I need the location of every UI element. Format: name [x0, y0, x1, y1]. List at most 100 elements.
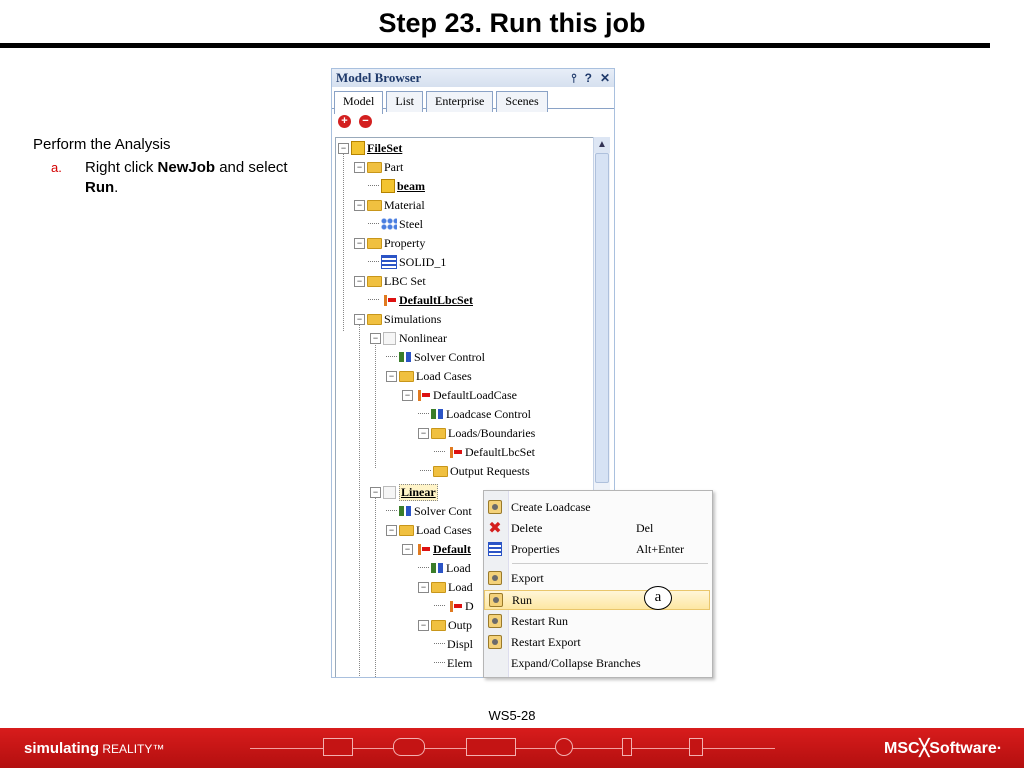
model-browser-title: Model Browser	[336, 70, 422, 85]
folder-icon	[367, 161, 382, 173]
tab-scenes[interactable]: Scenes	[496, 91, 548, 112]
pin-icon[interactable]: ⫯	[571, 70, 577, 85]
tree-node-loads-2[interactable]: −Load	[418, 578, 473, 596]
tree-node-default-2[interactable]: −Default	[402, 540, 471, 558]
tree-node-loads-boundaries[interactable]: −Loads/Boundaries	[418, 424, 535, 442]
collapse-icon[interactable]: −	[370, 486, 381, 498]
tree-node-displ[interactable]: Displ	[434, 635, 473, 653]
properties-icon	[488, 542, 502, 556]
tree-node-loadcase-control-2[interactable]: Load	[418, 559, 471, 577]
tree-node-steel[interactable]: Steel	[368, 215, 423, 233]
train-icon	[466, 738, 516, 756]
menu-label: Delete	[511, 520, 543, 535]
tree-node-linear[interactable]: −Linear	[370, 483, 438, 501]
instructions-heading: Perform the Analysis	[33, 136, 171, 153]
collapse-icon[interactable]: −	[386, 370, 397, 382]
folder-icon	[431, 427, 446, 439]
menu-item-restart-export[interactable]: Restart Export	[484, 632, 710, 652]
collapse-icon[interactable]: −	[418, 427, 429, 439]
tree-label: Load Cases	[416, 368, 472, 383]
menu-item-expand-collapse[interactable]: Expand/Collapse Branches	[484, 653, 710, 673]
menu-label: Run	[512, 592, 533, 607]
tree-node-nonlinear[interactable]: − Nonlinear	[370, 329, 447, 347]
tree-node-load-cases[interactable]: − Load Cases	[386, 367, 472, 385]
scroll-thumb[interactable]	[595, 153, 609, 483]
simulation-icon	[383, 331, 396, 345]
tree-label: Part	[384, 159, 404, 174]
tree-node-solver-control-2[interactable]: Solver Cont	[386, 502, 472, 520]
tree-label: Output Requests	[450, 463, 530, 478]
tab-model[interactable]: Model	[334, 91, 384, 114]
menu-item-run[interactable]: Run	[484, 590, 710, 610]
control-icon	[431, 409, 443, 419]
tree-node-simulations[interactable]: −Simulations	[354, 310, 441, 328]
tree-node-elem[interactable]: Elem	[434, 654, 472, 672]
slide-title: Step 23. Run this job	[378, 8, 646, 38]
footer-tagline: simulating REALITY™	[24, 740, 164, 757]
instructions-panel: Perform the Analysis a. Right click NewJ…	[33, 136, 293, 198]
tab-list[interactable]: List	[386, 91, 424, 112]
tree-label: Nonlinear	[399, 330, 447, 345]
control-icon	[399, 352, 411, 362]
folder-icon	[431, 619, 446, 631]
collapse-icon[interactable]: −	[418, 619, 429, 631]
add-icon[interactable]: +	[338, 115, 351, 128]
tree-node-property[interactable]: −Property	[354, 234, 425, 252]
menu-label: Restart Export	[511, 634, 581, 649]
menu-label: Restart Run	[511, 613, 568, 628]
folder-icon	[367, 199, 382, 211]
tree-label: Material	[384, 197, 425, 212]
car-icon	[393, 738, 425, 756]
collapse-icon[interactable]: −	[338, 142, 349, 154]
tree-node-loadcase-control[interactable]: Loadcase Control	[418, 405, 531, 423]
menu-shortcut: Alt+Enter	[636, 541, 685, 556]
footer-bar: simulating REALITY™ MSC╳Software·	[0, 728, 1024, 768]
collapse-icon[interactable]: −	[402, 389, 413, 401]
step-marker: a.	[51, 160, 62, 175]
tree-node-solver-control[interactable]: Solver Control	[386, 348, 485, 366]
tree-label: beam	[397, 178, 425, 193]
tree-node-default-lbc-ref[interactable]: DefaultLbcSet	[434, 443, 535, 461]
callout-marker: a	[644, 586, 672, 610]
tree-node-d[interactable]: D	[434, 597, 474, 615]
collapse-icon[interactable]: −	[370, 332, 381, 344]
tree-node-solid[interactable]: SOLID_1	[368, 253, 446, 271]
collapse-icon[interactable]: −	[354, 237, 365, 249]
lbc-icon	[447, 599, 463, 613]
collapse-icon[interactable]: −	[354, 199, 365, 211]
tree-label: Steel	[399, 216, 423, 231]
tree-node-lbc-set[interactable]: −LBC Set	[354, 272, 426, 290]
help-icon[interactable]: ?	[584, 70, 592, 85]
menu-item-create-loadcase[interactable]: Create Loadcase	[484, 497, 710, 517]
tree-node-load-cases-2[interactable]: −Load Cases	[386, 521, 472, 539]
tree-node-default-loadcase[interactable]: −DefaultLoadCase	[402, 386, 517, 404]
folder-icon	[399, 524, 414, 536]
title-divider	[0, 43, 990, 48]
collapse-icon[interactable]: −	[402, 543, 413, 555]
gear-icon	[488, 614, 502, 628]
airplane-icon	[323, 738, 353, 756]
collapse-icon[interactable]: −	[354, 161, 365, 173]
menu-item-restart-run[interactable]: Restart Run	[484, 611, 710, 631]
tree-node-part[interactable]: − Part	[354, 158, 403, 176]
step-text-1: Right click	[85, 159, 158, 176]
tree-node-beam[interactable]: beam	[368, 177, 425, 195]
collapse-icon[interactable]: −	[418, 581, 429, 593]
menu-label: Expand/Collapse Branches	[511, 655, 641, 670]
remove-icon[interactable]: −	[359, 115, 372, 128]
tree-node-material[interactable]: − Material	[354, 196, 425, 214]
scroll-up-icon[interactable]: ▲	[594, 137, 610, 153]
close-icon[interactable]: ✕	[599, 70, 610, 85]
collapse-icon[interactable]: −	[354, 275, 365, 287]
tree-node-output-requests[interactable]: Output Requests	[420, 462, 530, 480]
collapse-icon[interactable]: −	[386, 524, 397, 536]
tab-enterprise[interactable]: Enterprise	[426, 91, 494, 112]
collapse-icon[interactable]: −	[354, 313, 365, 325]
menu-item-export[interactable]: Export	[484, 568, 710, 588]
tree-node-output-2[interactable]: −Outp	[418, 616, 472, 634]
tree-node-fileset[interactable]: −FileSet	[338, 139, 402, 157]
tree-node-default-lbc[interactable]: DefaultLbcSet	[368, 291, 473, 309]
